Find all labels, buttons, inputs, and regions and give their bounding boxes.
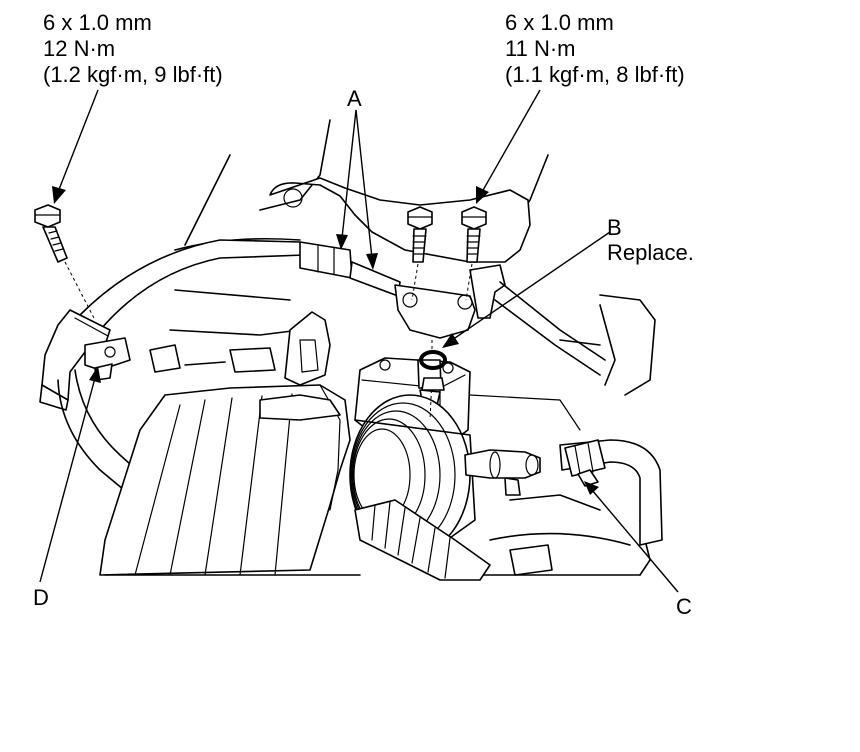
right-bolt-torque-alt-label: (1.1 kgf·m, 8 lbf·ft): [505, 62, 685, 87]
callout-b: B: [607, 215, 622, 240]
right-bolt-torque-label: 11 N·m: [505, 36, 576, 61]
callout-b-note: Replace.: [607, 240, 694, 265]
hose-a: [79, 239, 606, 376]
hose-left-bend: [39, 309, 211, 541]
callout-c: C: [676, 594, 692, 619]
left-bolt-size-label: 6 x 1.0 mm: [43, 10, 152, 35]
pipe-bracket-d: [84, 337, 131, 381]
left-bolt-torque-label: 12 N·m: [43, 36, 115, 61]
left-bolt-torque-alt-label: (1.2 kgf·m, 9 lbf·ft): [43, 62, 223, 87]
mounting-bracket: [269, 177, 531, 263]
ribbed-housing: [99, 384, 351, 576]
inlet-fitting: [464, 449, 541, 496]
callout-d: D: [33, 585, 49, 610]
return-hose: [559, 439, 663, 546]
bolt-icon: [461, 206, 487, 263]
right-bolt-size-label: 6 x 1.0 mm: [505, 10, 614, 35]
callout-a: A: [347, 86, 362, 111]
o-ring-icon: [419, 350, 447, 391]
bolt-icon: [407, 206, 433, 263]
support-bracket: [149, 311, 331, 386]
leader-lines: [39, 89, 679, 593]
bolt-icon: [34, 204, 68, 263]
rack-boot: [354, 499, 553, 581]
